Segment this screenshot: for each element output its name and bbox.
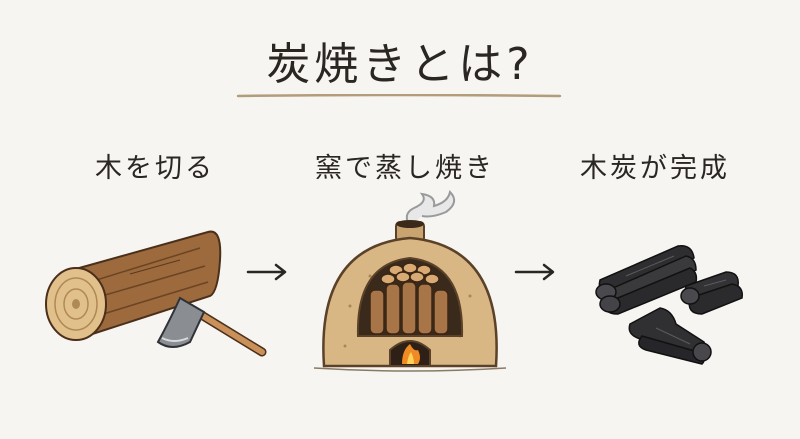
- arrow-right-icon: [246, 263, 287, 281]
- arrow-right-icon: [514, 263, 555, 281]
- title-underline: [236, 94, 562, 98]
- kiln-icon: [313, 189, 507, 372]
- step-label-kiln: 窯で蒸し焼き: [315, 153, 495, 184]
- step-label-charcoal: 木炭が完成: [580, 153, 730, 184]
- charcoal-icon: [595, 245, 744, 365]
- log-and-axe-icon: [45, 230, 267, 357]
- step-label-cut-wood: 木を切る: [95, 153, 215, 184]
- page-title: 炭焼きとは?: [266, 39, 534, 90]
